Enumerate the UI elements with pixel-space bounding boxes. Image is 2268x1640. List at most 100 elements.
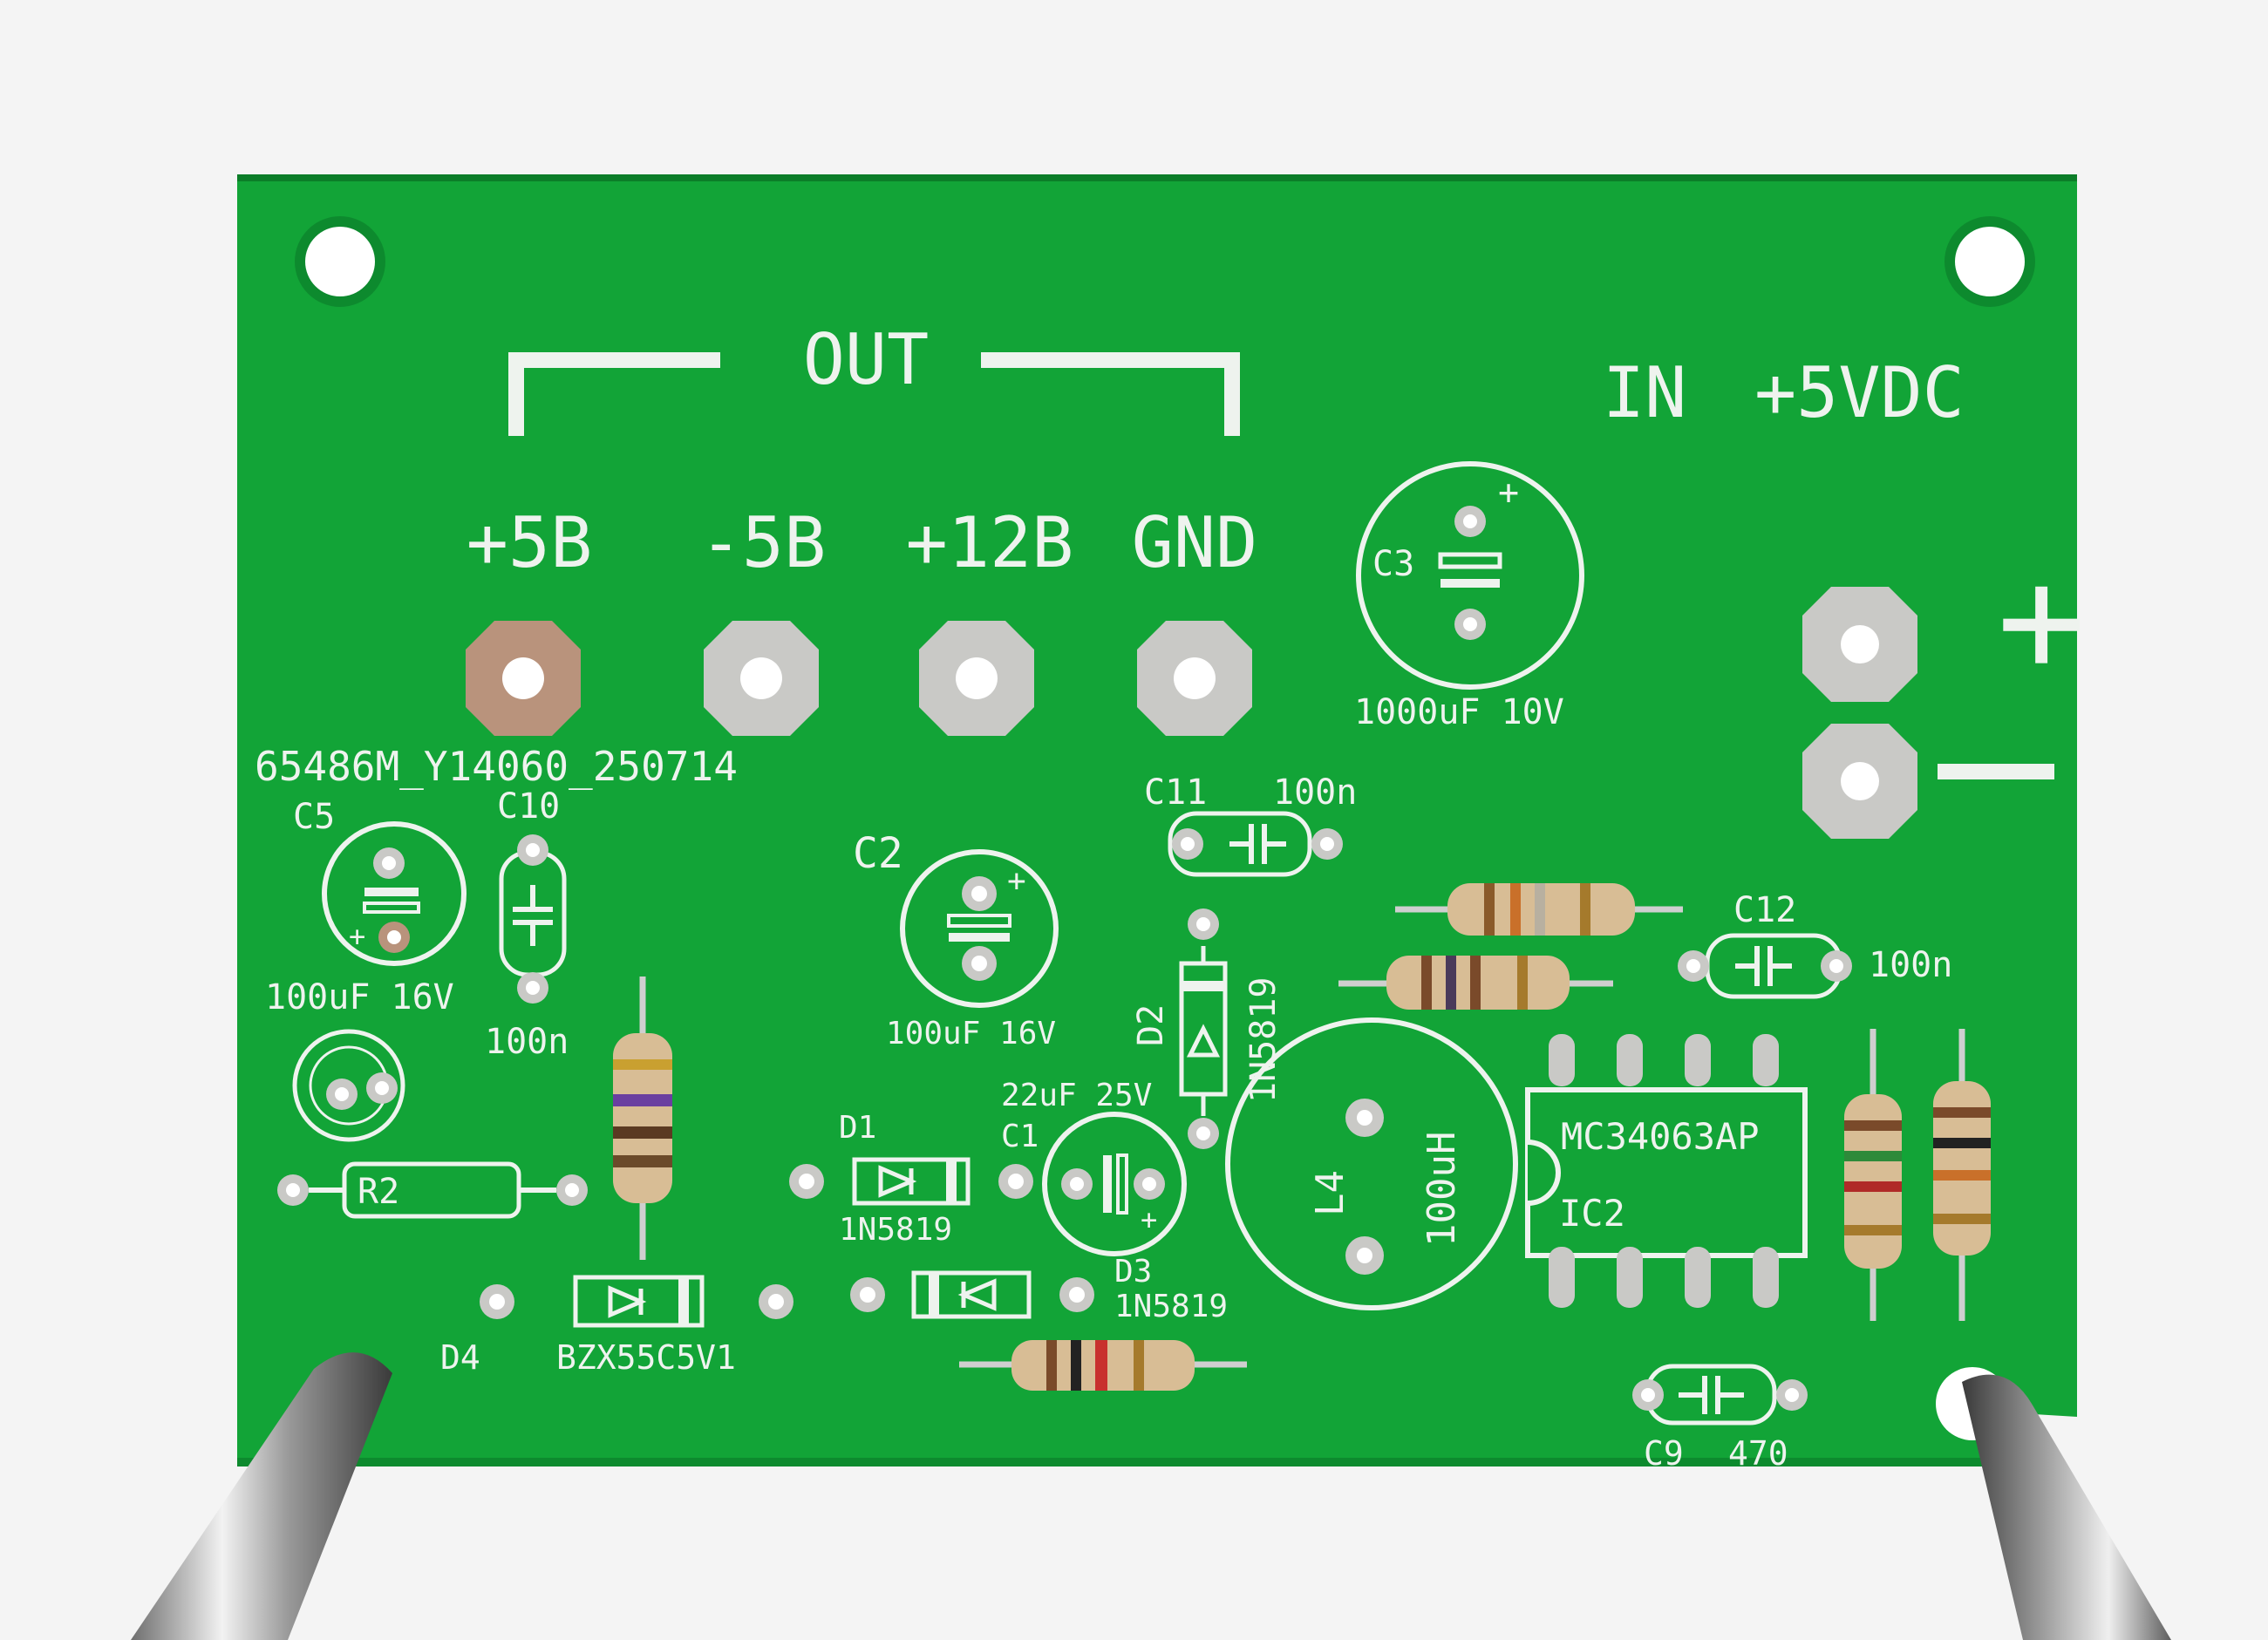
- c3-value-label: 1000uF 10V: [1354, 692, 1564, 732]
- c10-symbol: [513, 885, 553, 946]
- pad-hole: [1841, 762, 1879, 800]
- pad-hole: [768, 1294, 784, 1310]
- pad-hole: [1142, 1177, 1156, 1191]
- resistor-vertical-left: [613, 977, 672, 1260]
- d4-label: D4: [440, 1338, 480, 1377]
- mount-hole: [305, 227, 375, 296]
- d1-part-label: 1N5819: [839, 1212, 952, 1248]
- mount-hole: [1955, 227, 2025, 296]
- d1-label: D1: [839, 1110, 876, 1146]
- c12-symbol: [1735, 946, 1792, 986]
- band-brown: [1046, 1340, 1057, 1391]
- resistor-horizontal-middle: [1338, 956, 1613, 1010]
- pad-hole: [1686, 959, 1700, 973]
- c5-outline: [322, 821, 467, 966]
- d4-footprint: D4 BZX55C5V1: [440, 1275, 793, 1377]
- out-bracket: OUT: [508, 319, 1240, 436]
- pad-hole: [1174, 657, 1216, 699]
- pcb-bottom-edge: [237, 1458, 2006, 1466]
- pad-hole: [1320, 837, 1334, 851]
- pad-hole: [1070, 1177, 1084, 1191]
- band-brown: [613, 1126, 672, 1139]
- d4-band: [678, 1277, 689, 1325]
- clamp-right: [1962, 1374, 2171, 1640]
- c2-symbol-plate: [949, 933, 1010, 942]
- resistor-body: [613, 1033, 672, 1203]
- terminal-labels: +5B -5B +12B GND: [467, 502, 1258, 583]
- c2-outline: [900, 849, 1059, 1008]
- d1-footprint: D1 1N5819: [789, 1110, 1033, 1248]
- band-green: [1844, 1151, 1902, 1161]
- c2-symbol-plate: [947, 914, 1011, 928]
- band-orange: [1933, 1170, 1991, 1181]
- d2-part-label: 1N5819: [1243, 977, 1284, 1104]
- pcb-top-edge: [237, 174, 2077, 181]
- c1-value-label: 22uF 25V: [1001, 1078, 1152, 1113]
- terminal-label-gnd: GND: [1132, 502, 1258, 583]
- c3-symbol-plate: [1440, 579, 1500, 588]
- in-header-label: IN: [1603, 352, 1686, 433]
- pad-hole: [1008, 1174, 1024, 1189]
- pad-hole: [375, 1081, 389, 1095]
- band-brown: [1933, 1107, 1991, 1118]
- out-header-label: OUT: [803, 319, 930, 400]
- input-pads: +: [1802, 534, 2086, 839]
- round-footprint: [292, 1029, 405, 1142]
- pad-hole: [565, 1183, 579, 1197]
- terminal-label-plus12: +12B: [906, 502, 1074, 583]
- ic-pin: [1685, 1247, 1711, 1308]
- band-red: [1844, 1181, 1902, 1192]
- ic-pin: [1753, 1247, 1779, 1308]
- band-gold: [1844, 1225, 1902, 1235]
- c5-footprint: C5 + 100uF 16V: [265, 797, 467, 1017]
- band-brown: [1470, 956, 1481, 1010]
- pad-hole: [956, 657, 998, 699]
- pcb-code-label: 65486M_Y14060_250714: [255, 743, 738, 790]
- c3-plus-mark: +: [1498, 473, 1519, 513]
- c1-footprint: 22uF 25V C1 +: [1001, 1078, 1187, 1256]
- d4-part-label: BZX55C5V1: [556, 1338, 736, 1377]
- pad-hole: [1357, 1110, 1372, 1126]
- ic-pin: [1617, 1247, 1643, 1308]
- c11-outline: [1168, 811, 1312, 877]
- c5-symbol-plate: [363, 902, 420, 914]
- band-brown: [1484, 883, 1495, 936]
- round-footprint-outline: [292, 1029, 405, 1142]
- pad-hole: [526, 981, 540, 995]
- c3-label: C3: [1372, 544, 1414, 584]
- c5-label: C5: [293, 797, 335, 837]
- pad-hole: [1196, 1126, 1210, 1140]
- c11-label: C11: [1144, 772, 1207, 813]
- d3-outline: [911, 1270, 1032, 1319]
- band-brown: [1844, 1120, 1902, 1131]
- resistor-vertical-right-1: [1844, 1029, 1902, 1321]
- band-brown: [613, 1155, 672, 1167]
- pad-hole: [286, 1183, 300, 1197]
- ic2-label: IC2: [1559, 1192, 1625, 1235]
- c9-footprint: C9 470: [1632, 1364, 1808, 1473]
- band-black: [1933, 1138, 1991, 1148]
- pad-hole: [1463, 617, 1477, 631]
- pad-hole: [799, 1174, 814, 1189]
- r2-footprint: R2: [277, 1161, 588, 1219]
- pad-hole: [1829, 959, 1843, 973]
- d3-label: D3: [1114, 1254, 1152, 1290]
- clamps: [131, 1352, 2171, 1640]
- pad-hole: [1069, 1287, 1085, 1303]
- band-red: [1095, 1340, 1107, 1391]
- r2-label: R2: [358, 1172, 399, 1212]
- pad-hole: [1196, 917, 1210, 931]
- ic2-footprint: MC34063AP IC2: [1525, 1034, 1808, 1308]
- band-orange: [1510, 883, 1521, 936]
- d1-band: [946, 1160, 957, 1203]
- l4-label: L4: [1308, 1170, 1352, 1216]
- c11-value-label: 100n: [1273, 772, 1357, 813]
- ic2-pins-top: [1549, 1034, 1779, 1086]
- pcb-board: [237, 174, 2077, 1466]
- c3-outline: [1356, 461, 1584, 690]
- c1-plus-mark: +: [1141, 1203, 1157, 1236]
- c1-symbol-plate: [1116, 1153, 1128, 1215]
- out-bracket-right: [981, 352, 1240, 436]
- d3-footprint: D3 1N5819: [850, 1254, 1228, 1324]
